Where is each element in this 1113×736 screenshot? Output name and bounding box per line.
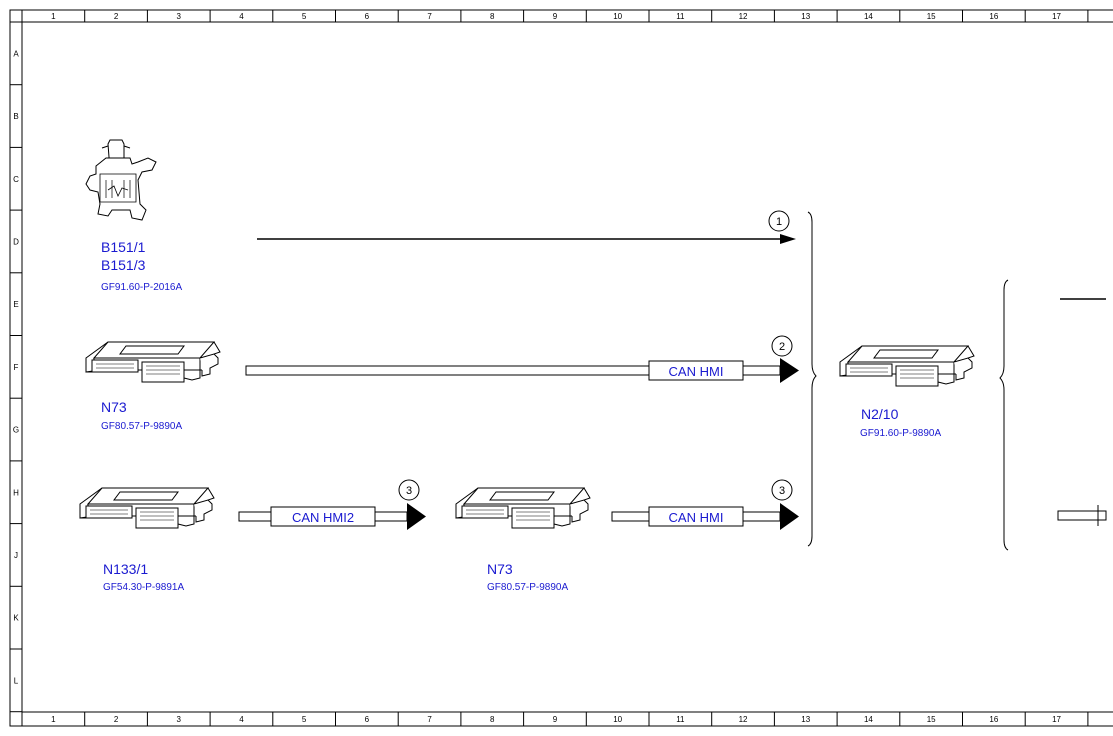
column-number: 17 bbox=[1052, 12, 1061, 21]
column-number: 11 bbox=[676, 715, 685, 724]
n73-top-reference[interactable]: GF80.57-P-9890A bbox=[101, 421, 182, 432]
svg-text:2: 2 bbox=[779, 341, 785, 353]
svg-text:1: 1 bbox=[776, 216, 782, 228]
svg-text:CAN HMI: CAN HMI bbox=[669, 510, 724, 525]
row-letter: D bbox=[13, 237, 19, 246]
row-letter: A bbox=[13, 49, 19, 58]
bus-label-3b: CAN HMI bbox=[648, 506, 744, 527]
n73-top-name: N73 bbox=[101, 399, 127, 415]
output-bus-line bbox=[1057, 505, 1107, 526]
column-number: 15 bbox=[927, 12, 936, 21]
column-number: 8 bbox=[490, 715, 495, 724]
column-number: 14 bbox=[864, 12, 873, 21]
column-number: 13 bbox=[801, 12, 810, 21]
bus-label-3a: CAN HMI2 bbox=[270, 506, 376, 527]
row-letter: G bbox=[13, 426, 19, 435]
row-letter: B bbox=[13, 112, 18, 121]
column-number: 16 bbox=[989, 715, 998, 724]
column-number: 15 bbox=[927, 715, 936, 724]
column-number: 8 bbox=[490, 12, 495, 21]
row-letter: F bbox=[14, 363, 19, 372]
column-number: 13 bbox=[801, 715, 810, 724]
control-unit-n133-icon bbox=[79, 487, 215, 529]
column-number: 7 bbox=[427, 12, 432, 21]
column-number: 2 bbox=[114, 715, 119, 724]
column-number: 1 bbox=[51, 12, 56, 21]
column-number: 3 bbox=[177, 715, 182, 724]
column-number: 12 bbox=[739, 715, 748, 724]
column-number: 9 bbox=[553, 12, 558, 21]
row-ruler-left: A B C D E F G H J K L bbox=[10, 21, 22, 713]
b151-name-line1: B151/1 bbox=[101, 239, 146, 255]
column-number: 6 bbox=[365, 12, 370, 21]
column-number: 4 bbox=[239, 715, 244, 724]
signal-number-2: 2 bbox=[771, 335, 793, 357]
column-number: 14 bbox=[864, 715, 873, 724]
b151-reference[interactable]: GF91.60-P-2016A bbox=[101, 282, 182, 293]
row-letter: C bbox=[13, 175, 19, 184]
output-brace bbox=[999, 279, 1009, 551]
row-letter: J bbox=[14, 551, 18, 560]
column-number: 6 bbox=[365, 715, 370, 724]
column-number: 2 bbox=[114, 12, 119, 21]
signal-line-1 bbox=[257, 234, 796, 244]
column-number: 10 bbox=[613, 12, 622, 21]
n133-reference[interactable]: GF54.30-P-9891A bbox=[103, 582, 184, 593]
row-letter: E bbox=[13, 300, 18, 309]
column-number: 17 bbox=[1052, 715, 1061, 724]
n133-name: N133/1 bbox=[103, 561, 148, 577]
signal-number-1: 1 bbox=[768, 210, 790, 232]
bus-line-2 bbox=[245, 358, 799, 383]
signal-number-3a: 3 bbox=[398, 479, 420, 501]
input-brace bbox=[807, 211, 817, 547]
column-number: 3 bbox=[177, 12, 182, 21]
control-unit-n73-icon bbox=[85, 341, 221, 383]
svg-text:3: 3 bbox=[779, 485, 785, 497]
column-number: 1 bbox=[51, 715, 56, 724]
row-letter: H bbox=[13, 488, 19, 497]
drawing-frame bbox=[9, 9, 1113, 727]
column-number: 12 bbox=[739, 12, 748, 21]
column-number: 9 bbox=[553, 715, 558, 724]
sensor-b151-icon bbox=[85, 139, 157, 221]
n73-mid-reference[interactable]: GF80.57-P-9890A bbox=[487, 582, 568, 593]
column-number: 10 bbox=[613, 715, 622, 724]
row-letter: K bbox=[13, 614, 19, 623]
column-number: 5 bbox=[302, 715, 307, 724]
svg-text:3: 3 bbox=[406, 485, 412, 497]
control-unit-n2-10-icon bbox=[839, 345, 975, 387]
column-number: 7 bbox=[427, 715, 432, 724]
b151-name-line2: B151/3 bbox=[101, 257, 146, 273]
column-number: 11 bbox=[676, 12, 685, 21]
column-number: 4 bbox=[239, 12, 244, 21]
svg-text:CAN HMI2: CAN HMI2 bbox=[292, 510, 354, 525]
signal-number-3b: 3 bbox=[771, 479, 793, 501]
bus-label-2: CAN HMI bbox=[648, 360, 744, 381]
n2-10-name: N2/10 bbox=[861, 406, 899, 422]
control-unit-n73-mid-icon bbox=[455, 487, 591, 529]
n2-10-reference[interactable]: GF91.60-P-9890A bbox=[860, 428, 941, 439]
svg-text:CAN HMI: CAN HMI bbox=[669, 364, 724, 379]
n73-mid-name: N73 bbox=[487, 561, 513, 577]
row-letter: L bbox=[14, 676, 19, 685]
column-number: 16 bbox=[989, 12, 998, 21]
column-number: 5 bbox=[302, 12, 307, 21]
